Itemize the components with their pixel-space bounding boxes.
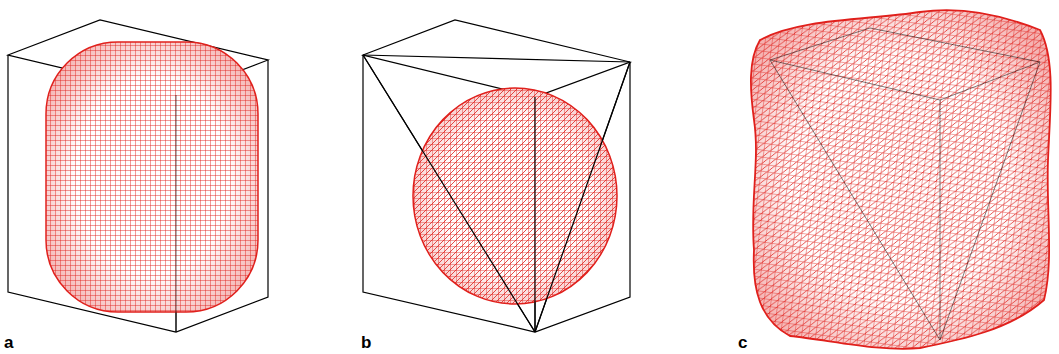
panel-letter: a (4, 334, 13, 351)
panel-letter: b (361, 334, 371, 351)
deformed-cube-mesh (751, 10, 1051, 349)
panel-letter: c (738, 334, 747, 351)
cube-frame-b (363, 20, 630, 332)
cube-diagonals-front (363, 55, 630, 332)
cube-edge-a (176, 95, 177, 332)
rounded-cube-mesh (46, 42, 258, 312)
sphere-mesh (413, 88, 617, 304)
cube-frame-a (8, 20, 268, 332)
cube-frame-c (770, 28, 1040, 340)
